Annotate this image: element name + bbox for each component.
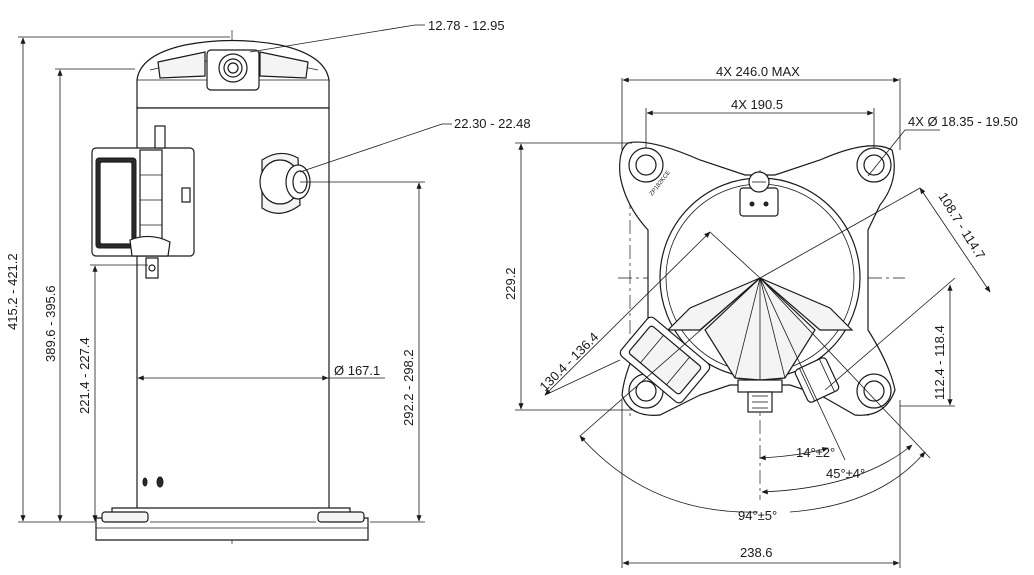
dim-d7-text: Ø 167.1 [334, 363, 380, 378]
dim-d18-text: 238.6 [740, 545, 773, 560]
top-view: ZP182KCE 4X 246.0 MAX 4X 190.5 4X Ø 18.3… [503, 64, 1018, 568]
dim-d4-text: 389.6 - 395.6 [43, 285, 58, 362]
dim-d13-text: 112.4 - 118.4 [932, 325, 947, 400]
dim-d8-text: 4X 246.0 MAX [716, 64, 800, 79]
dim-d14-text: 130.4 - 136.4 [537, 329, 602, 394]
angle-dims: 14°±2° 45°±4° 94°±5° [579, 277, 931, 523]
dim-d13: 112.4 - 118.4 [824, 277, 956, 407]
discharge-stub-top [737, 379, 783, 413]
dim-d11-text: 108.7 - 114.7 [935, 190, 988, 262]
dim-d5-text: 221.4 - 227.4 [77, 337, 92, 414]
dim-d2: 22.30 - 22.48 [299, 116, 531, 173]
terminal-box [91, 125, 195, 279]
dim-d16-text: 45°±4° [826, 466, 865, 481]
dim-d12: 229.2 [503, 142, 632, 411]
side-view: 12.78 - 12.95 22.30 - 22.48 415.2 - 421.… [5, 18, 531, 545]
dim-d15-text: 14°±2° [796, 445, 835, 460]
dim-d1-text: 12.78 - 12.95 [428, 18, 505, 33]
dim-d3-text: 415.2 - 421.2 [5, 253, 20, 330]
dim-d10-text: 4X Ø 18.35 - 19.50 [908, 114, 1018, 129]
dim-d2-text: 22.30 - 22.48 [454, 116, 531, 131]
dim-d9-text: 4X 190.5 [731, 97, 783, 112]
dim-d8: 4X 246.0 MAX [621, 64, 901, 150]
dim-d9: 4X 190.5 [645, 97, 875, 148]
dim-d12-text: 229.2 [503, 267, 518, 300]
dim-d6: 292.2 - 298.2 [300, 181, 425, 523]
dim-d4: 389.6 - 395.6 [43, 68, 135, 522]
dim-d3: 415.2 - 421.2 [5, 36, 230, 523]
suction-stub-top [794, 357, 840, 403]
top-dome [136, 39, 330, 109]
dim-d7: Ø 167.1 [137, 363, 385, 381]
suction-fitting [259, 152, 311, 214]
dim-d6-text: 292.2 - 298.2 [401, 349, 416, 426]
dim-d17-text: 94°±5° [738, 508, 777, 523]
dim-d10: 4X Ø 18.35 - 19.50 [867, 114, 1018, 177]
dim-d18: 238.6 [621, 400, 901, 568]
dim-d1: 12.78 - 12.95 [249, 18, 505, 53]
base-plate [95, 507, 369, 541]
dim-d5: 221.4 - 227.4 [77, 264, 148, 522]
top-bracket [739, 171, 779, 217]
